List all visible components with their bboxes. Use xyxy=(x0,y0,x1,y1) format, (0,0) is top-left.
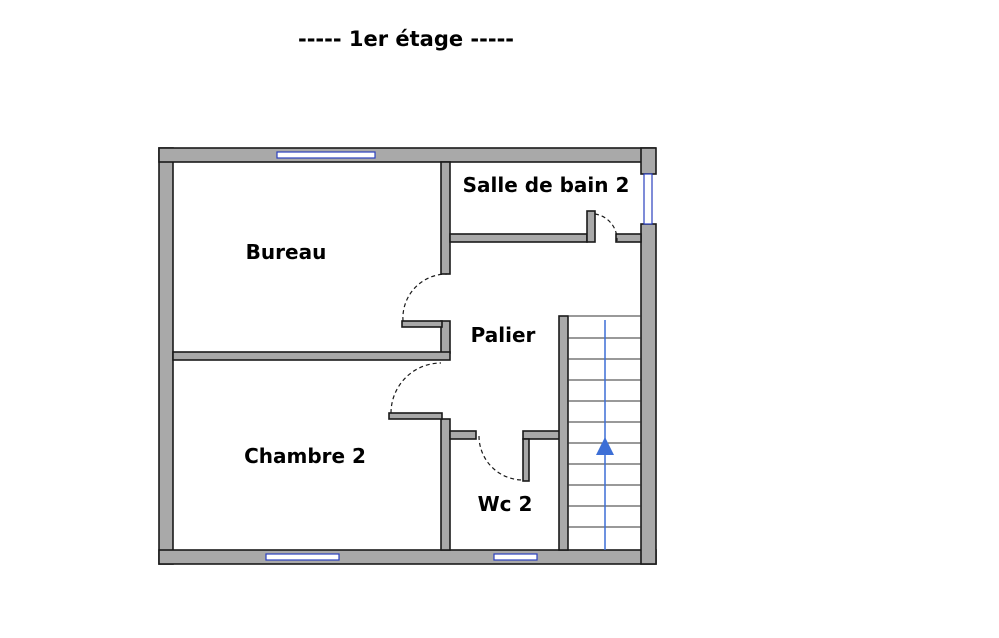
staircase xyxy=(568,315,641,550)
door-stub-chambre xyxy=(388,412,443,420)
wall-bottom xyxy=(158,549,657,565)
room-label-salle-de-bain: Salle de bain 2 xyxy=(463,173,630,197)
window-bureau xyxy=(276,151,376,159)
door-swings xyxy=(390,213,618,481)
door-swing-chambre xyxy=(390,362,442,414)
door-swing-bureau xyxy=(402,273,448,322)
wall-bathroom-bottom-left xyxy=(449,233,588,243)
floor-title: ----- 1er étage ----- xyxy=(298,27,514,51)
wall-top xyxy=(158,147,656,163)
room-labels: Salle de bain 2 Bureau Palier Chambre 2 … xyxy=(244,173,629,516)
door-stub-bureau xyxy=(401,320,443,328)
wall-bathroom-bottom-right xyxy=(615,233,642,243)
room-label-chambre: Chambre 2 xyxy=(244,444,366,468)
room-label-bureau: Bureau xyxy=(246,240,327,264)
door-swing-wc xyxy=(478,435,524,481)
room-label-wc: Wc 2 xyxy=(478,492,533,516)
wall-right-lower xyxy=(640,223,657,565)
wall-wc-top-left xyxy=(449,430,477,440)
window-chambre xyxy=(265,553,340,561)
door-swing-bathroom xyxy=(594,213,618,242)
room-label-palier: Palier xyxy=(471,323,536,347)
window-wc xyxy=(493,553,538,561)
wall-chambre-right xyxy=(440,418,451,551)
wall-bureau-chambre xyxy=(172,351,451,361)
windows xyxy=(265,151,653,561)
wall-stair-side xyxy=(558,315,569,551)
wall-bureau-right-upper xyxy=(440,161,451,275)
interior-walls xyxy=(172,161,642,551)
wall-bathroom-door-jamb xyxy=(586,210,596,243)
stair-arrow-icon xyxy=(596,437,614,455)
window-bathroom xyxy=(643,173,653,225)
wall-right-upper xyxy=(640,147,657,175)
wall-left xyxy=(158,147,174,565)
door-stub-wc xyxy=(522,438,530,482)
